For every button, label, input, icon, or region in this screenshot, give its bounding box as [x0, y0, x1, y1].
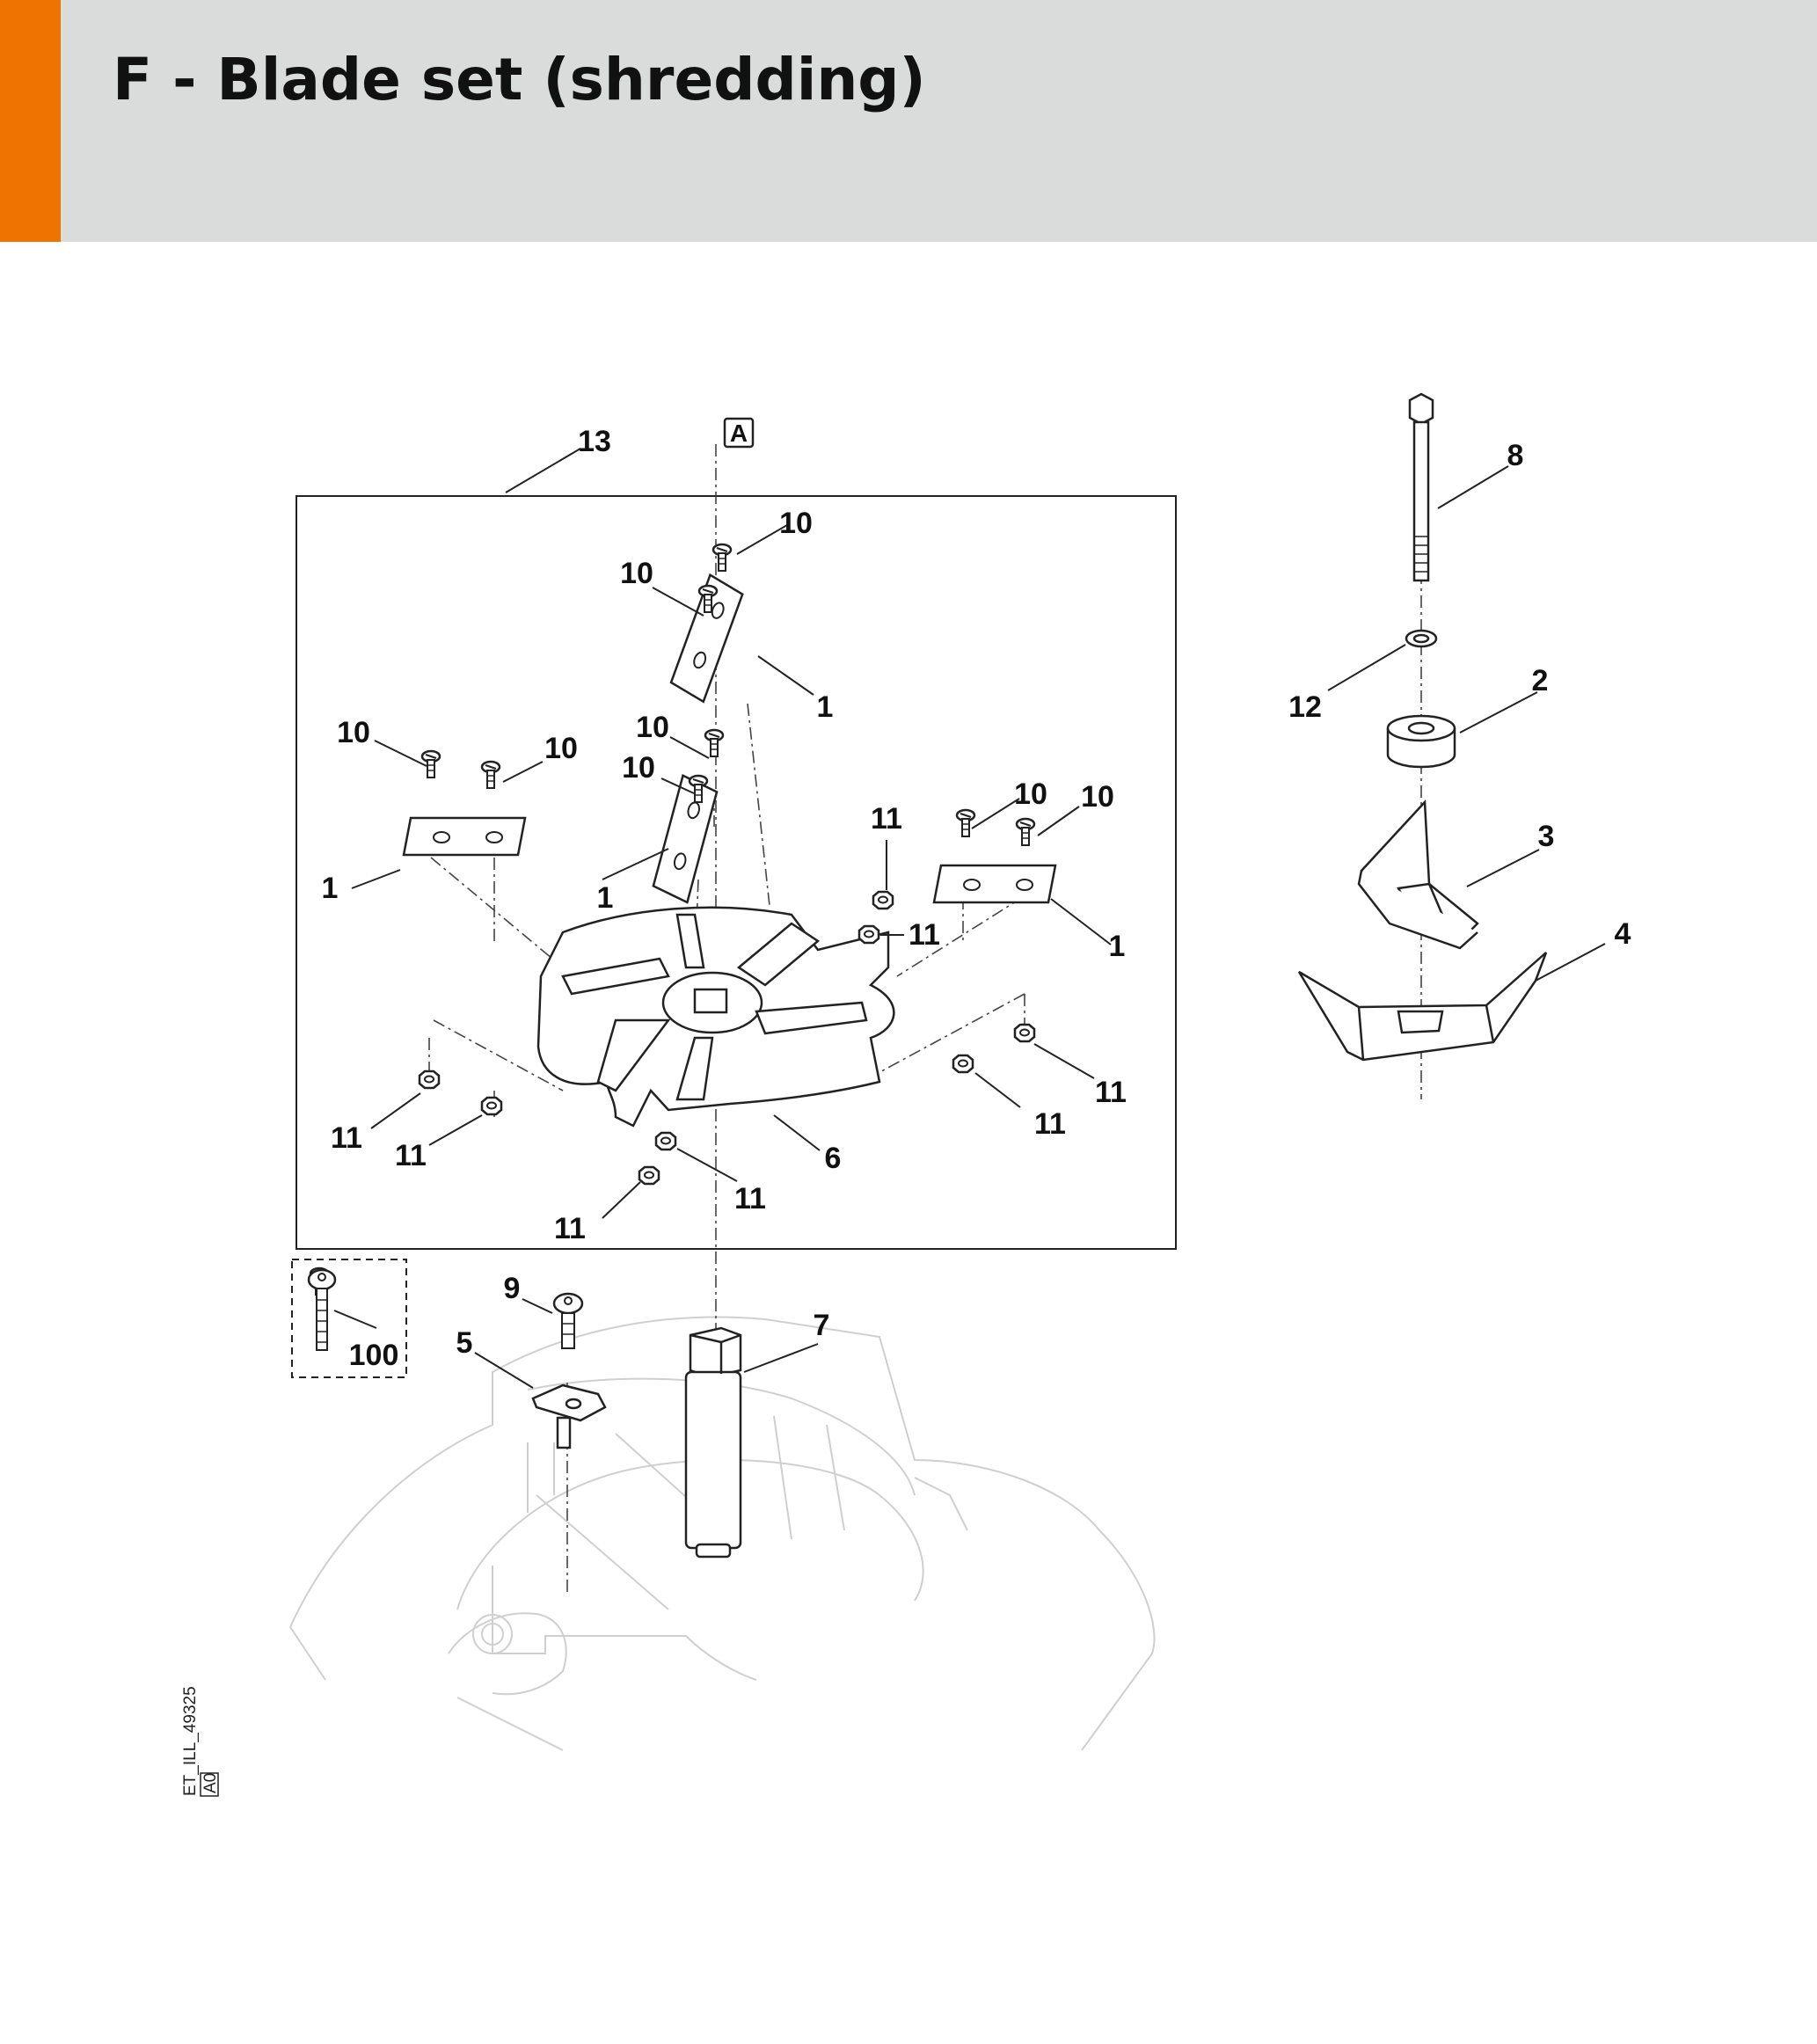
- part-callouts: 13 10 10 1 10 10 10 10 1 1 10 10 11 11 1…: [322, 425, 1631, 1372]
- callout-3: 3: [1538, 820, 1555, 853]
- callout-11: 11: [871, 802, 902, 836]
- callout-10: 10: [622, 751, 655, 785]
- callout-4: 4: [1615, 917, 1631, 951]
- blade-carrier-disc: [536, 906, 895, 1128]
- callout-10: 10: [620, 557, 653, 590]
- callout-10: 10: [1081, 780, 1114, 814]
- callout-12: 12: [1288, 690, 1322, 724]
- callout-2: 2: [1532, 664, 1549, 697]
- callout-7: 7: [814, 1309, 830, 1342]
- bushing-2: [1386, 714, 1456, 769]
- blade-plate-1-right: [932, 864, 1057, 904]
- callout-10: 10: [779, 507, 813, 540]
- callout-8: 8: [1507, 439, 1524, 472]
- washer-12: [1405, 629, 1438, 648]
- callout-11: 11: [734, 1182, 766, 1215]
- callout-10: 10: [1014, 777, 1047, 811]
- callout-1: 1: [1109, 930, 1126, 963]
- leader-lines: [333, 448, 1606, 1389]
- callout-100: 100: [349, 1339, 399, 1372]
- bolt-8: [1408, 392, 1434, 582]
- callout-11: 11: [331, 1121, 362, 1155]
- callout-5: 5: [456, 1326, 473, 1360]
- housing-outline: [289, 1316, 1156, 1751]
- callout-1: 1: [597, 881, 614, 915]
- callout-11: 11: [908, 918, 940, 952]
- illustration-code: ET_ILL_49325 A0: [181, 1686, 220, 1797]
- callout-1: 1: [322, 872, 339, 905]
- blade-3: [1357, 799, 1479, 950]
- header-accent-bar: [0, 0, 61, 242]
- callout-11: 11: [1034, 1107, 1066, 1141]
- svg-text:A0: A0: [201, 1773, 220, 1793]
- blade-plate-1-center: [650, 774, 720, 904]
- shaft-7: [684, 1326, 742, 1559]
- callout-13: 13: [578, 425, 611, 458]
- screw-100: [307, 1268, 337, 1351]
- blade-4: [1297, 952, 1548, 1062]
- callout-9: 9: [504, 1272, 521, 1305]
- screw-9: [552, 1292, 584, 1349]
- callout-1: 1: [817, 690, 834, 724]
- callout-10: 10: [544, 732, 578, 765]
- callout-11: 11: [554, 1212, 586, 1245]
- svg-text:A: A: [730, 420, 748, 447]
- bracket-5: [531, 1383, 607, 1449]
- page-header: F - Blade set (shredding): [0, 0, 1817, 242]
- callout-10: 10: [636, 711, 669, 744]
- assembly-frame: [296, 495, 1177, 1250]
- svg-text:ET_ILL_49325: ET_ILL_49325: [181, 1686, 200, 1796]
- callout-11: 11: [395, 1139, 427, 1172]
- callout-11: 11: [1095, 1076, 1127, 1109]
- optional-part-box: [291, 1259, 407, 1378]
- callout-6: 6: [825, 1142, 842, 1175]
- reference-marker-a: A: [723, 417, 755, 449]
- blade-plate-1-left: [402, 816, 527, 857]
- callout-10: 10: [337, 716, 370, 749]
- page-title: F - Blade set (shredding): [113, 46, 926, 113]
